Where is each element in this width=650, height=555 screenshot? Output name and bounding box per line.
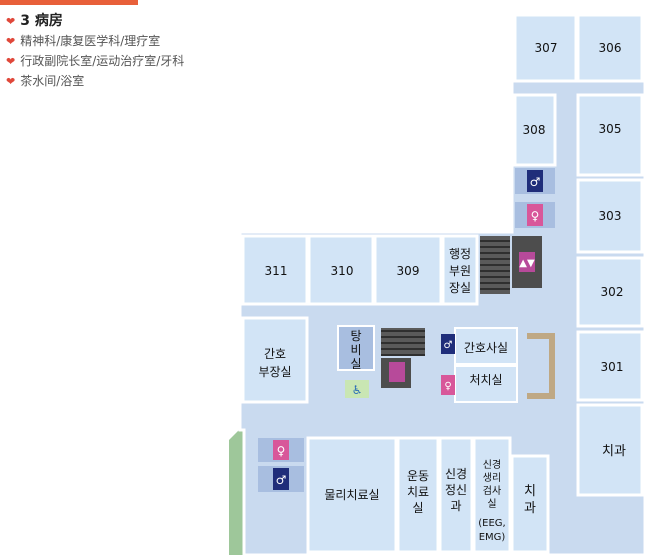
room-label: 302 <box>601 285 624 299</box>
room-label: 과 <box>450 499 461 513</box>
heart-icon: ❤ <box>6 75 16 88</box>
stairs-icon <box>381 328 425 356</box>
room-admin[interactable] <box>441 234 479 306</box>
room-neuro[interactable] <box>472 436 512 554</box>
room-label: 307 <box>535 41 558 55</box>
room-label: 실 <box>350 357 361 371</box>
room-309[interactable] <box>373 234 443 306</box>
legend-title: ❤3 病房 <box>6 13 63 29</box>
room-label: 과 <box>524 501 536 516</box>
grass-area <box>229 425 244 555</box>
room-305[interactable] <box>576 93 644 177</box>
reception-counter <box>527 333 555 399</box>
heart-icon: ❤ <box>6 15 16 28</box>
room-label: 물리치료실 <box>324 488 379 502</box>
room-label: 실 <box>487 498 496 510</box>
svg-text:▲▼: ▲▼ <box>519 258 535 269</box>
room-label: 신경 <box>483 458 501 471</box>
room-nurse-station[interactable] <box>454 327 518 365</box>
room-label: 부원 <box>449 264 471 278</box>
room-label: EMG) <box>479 532 506 543</box>
room-label: 치과 <box>602 444 626 459</box>
room-label: 비 <box>350 343 361 357</box>
room-label: 간호사실 <box>464 341 508 355</box>
room-dental[interactable] <box>576 403 644 497</box>
room-label: 생리 <box>483 472 501 484</box>
room-label: 신경 <box>445 467 467 481</box>
room-306[interactable] <box>576 13 644 83</box>
room-303[interactable] <box>576 178 644 254</box>
room-exercise[interactable] <box>396 436 440 554</box>
female-restroom-icon <box>441 375 455 395</box>
room-label: 부장실 <box>258 365 291 379</box>
wheelchair-icon <box>345 380 369 398</box>
room-307[interactable] <box>513 13 578 83</box>
room-nurse-chief[interactable] <box>241 316 309 404</box>
legend-item[interactable]: ❤精神科/康复医学科/理疗室 <box>6 34 161 48</box>
room-label: 303 <box>599 209 622 223</box>
header-accent-bar <box>0 0 138 5</box>
room-treatment[interactable] <box>454 365 518 403</box>
room-label: (EEG, <box>478 518 505 529</box>
room-psych[interactable] <box>438 436 474 554</box>
room-label: 정신 <box>445 483 467 497</box>
room-310[interactable] <box>307 234 375 306</box>
legend-item[interactable]: ❤茶水间/浴室 <box>6 74 85 88</box>
heart-icon: ❤ <box>6 35 16 48</box>
stairs-icon <box>480 236 510 294</box>
room-label: 처치실 <box>469 373 502 387</box>
room-311[interactable] <box>241 234 309 306</box>
male-restroom-icon <box>441 334 455 354</box>
room-physio[interactable] <box>306 436 398 554</box>
room-label: 검사 <box>483 485 501 497</box>
svg-text:♀: ♀ <box>277 444 286 458</box>
room-301[interactable] <box>576 330 644 402</box>
room-lounge[interactable] <box>337 325 375 371</box>
room-label: 행정 <box>449 246 471 261</box>
svg-text:♀: ♀ <box>531 209 540 223</box>
legend-item[interactable]: ❤行政副院长室/运动治疗室/牙科 <box>6 54 185 68</box>
room-label: 치료 <box>407 485 429 499</box>
room-302[interactable] <box>576 256 644 328</box>
room-label: 309 <box>397 264 420 278</box>
svg-text:♂: ♂ <box>444 340 453 351</box>
heart-icon: ❤ <box>6 55 16 68</box>
room-label: 실 <box>412 501 423 515</box>
room-label: 탕 <box>350 329 361 343</box>
room-label: 311 <box>265 264 288 278</box>
room-label: 간호 <box>264 347 286 361</box>
svg-text:♿: ♿ <box>352 383 363 397</box>
room-label: 305 <box>599 122 622 136</box>
room-label: 310 <box>331 264 354 278</box>
room-label: 306 <box>599 41 622 55</box>
room-label: 운동 <box>407 469 429 483</box>
elevator-icon <box>519 252 535 272</box>
room-dental-2[interactable] <box>510 454 550 554</box>
svg-text:♂: ♂ <box>276 473 287 487</box>
room-308[interactable] <box>513 93 557 167</box>
floor-legend: ❤3 病房 ❤精神科/康复医学科/理疗室 ❤行政副院长室/运动治疗室/牙科 ❤茶… <box>6 11 184 91</box>
room-label: 308 <box>523 123 546 137</box>
room-label: 301 <box>601 360 624 374</box>
room-label: 장실 <box>449 281 471 295</box>
svg-text:♀: ♀ <box>444 381 451 392</box>
svg-text:♂: ♂ <box>530 175 541 189</box>
room-label: 치 <box>524 484 536 499</box>
